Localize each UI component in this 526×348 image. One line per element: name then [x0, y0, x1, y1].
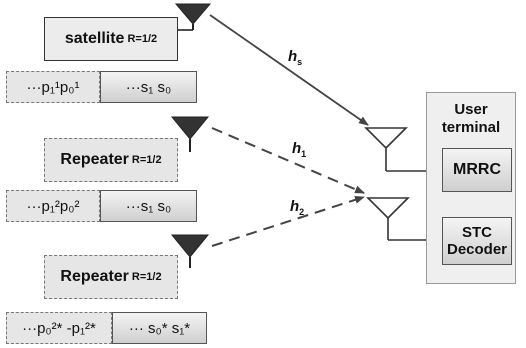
decoder-label: Decoder — [446, 241, 508, 258]
repeater2-name: Repeater — [60, 268, 129, 285]
repeater1-rate: R=1/2 — [131, 154, 162, 166]
repeater2-parity-bits: ···p₀²* -p₁²* — [6, 312, 112, 344]
repeater1-name: Repeater — [60, 151, 129, 168]
satellite-rate: R=1/2 — [127, 33, 158, 45]
repeater2-rate: R=1/2 — [131, 271, 162, 283]
mrrc-label: MRRC — [453, 161, 501, 178]
repeater1-box: Repeater R=1/2 — [44, 138, 178, 182]
repeater1-antenna-icon — [170, 116, 210, 152]
repeater2-system-bits: ··· s₀* s₁* — [112, 312, 207, 344]
channel-h1-label: h1 — [292, 140, 307, 159]
repeater1-system-bits: ···s₁ s₀ — [100, 190, 197, 222]
repeater1-system-text: ···s₁ s₀ — [125, 197, 172, 215]
satellite-parity-text: ···p₁¹p₀¹ — [26, 78, 80, 96]
channel-hs-label: hs — [288, 48, 303, 67]
channel-h2-label: h2 — [290, 198, 305, 217]
repeater1-parity-bits: ···p₁²p₀² — [6, 190, 100, 222]
stc-decoder-box: STC Decoder — [442, 217, 512, 265]
channel-hs-arrow — [209, 14, 369, 126]
mrrc-box: MRRC — [442, 148, 512, 192]
satellite-parity-bits: ···p₁¹p₀¹ — [6, 71, 100, 103]
repeater2-antenna-icon — [170, 234, 210, 268]
user-terminal-title: User terminal — [441, 101, 501, 136]
satellite-system-bits: ···s₁ s₀ — [100, 71, 197, 103]
repeater2-parity-text: ···p₀²* -p₁²* — [22, 319, 96, 337]
satellite-antenna-icon — [174, 3, 212, 31]
channel-h2-arrow — [211, 195, 365, 247]
channel-h1-arrow — [211, 127, 365, 194]
repeater2-box: Repeater R=1/2 — [44, 255, 178, 299]
satellite-name: satellite — [64, 30, 125, 47]
satellite-box: satellite R=1/2 — [44, 17, 178, 61]
satellite-system-text: ···s₁ s₀ — [125, 78, 172, 96]
stc-label: STC — [462, 224, 492, 241]
repeater1-parity-text: ···p₁²p₀² — [26, 197, 80, 215]
repeater2-system-text: ··· s₀* s₁* — [128, 319, 191, 337]
